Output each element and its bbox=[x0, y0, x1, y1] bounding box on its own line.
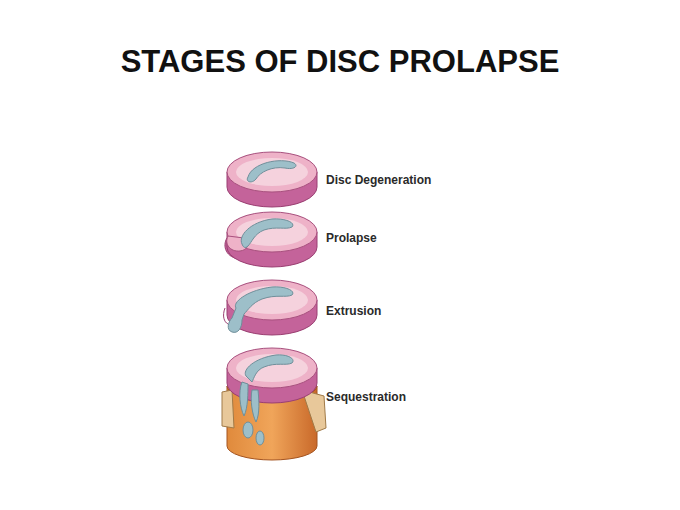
degenerated-disc bbox=[227, 152, 317, 207]
stage-label: Extrusion bbox=[326, 304, 381, 318]
prolapsed-disc bbox=[225, 212, 317, 267]
stage-label: Prolapse bbox=[326, 231, 377, 245]
stage-label: Disc Degeneration bbox=[326, 173, 431, 187]
page-title: STAGES OF DISC PROLAPSE bbox=[0, 44, 680, 80]
sequestered-disc bbox=[222, 348, 326, 460]
extruded-disc bbox=[224, 280, 317, 335]
stage-label: Sequestration bbox=[326, 390, 406, 404]
